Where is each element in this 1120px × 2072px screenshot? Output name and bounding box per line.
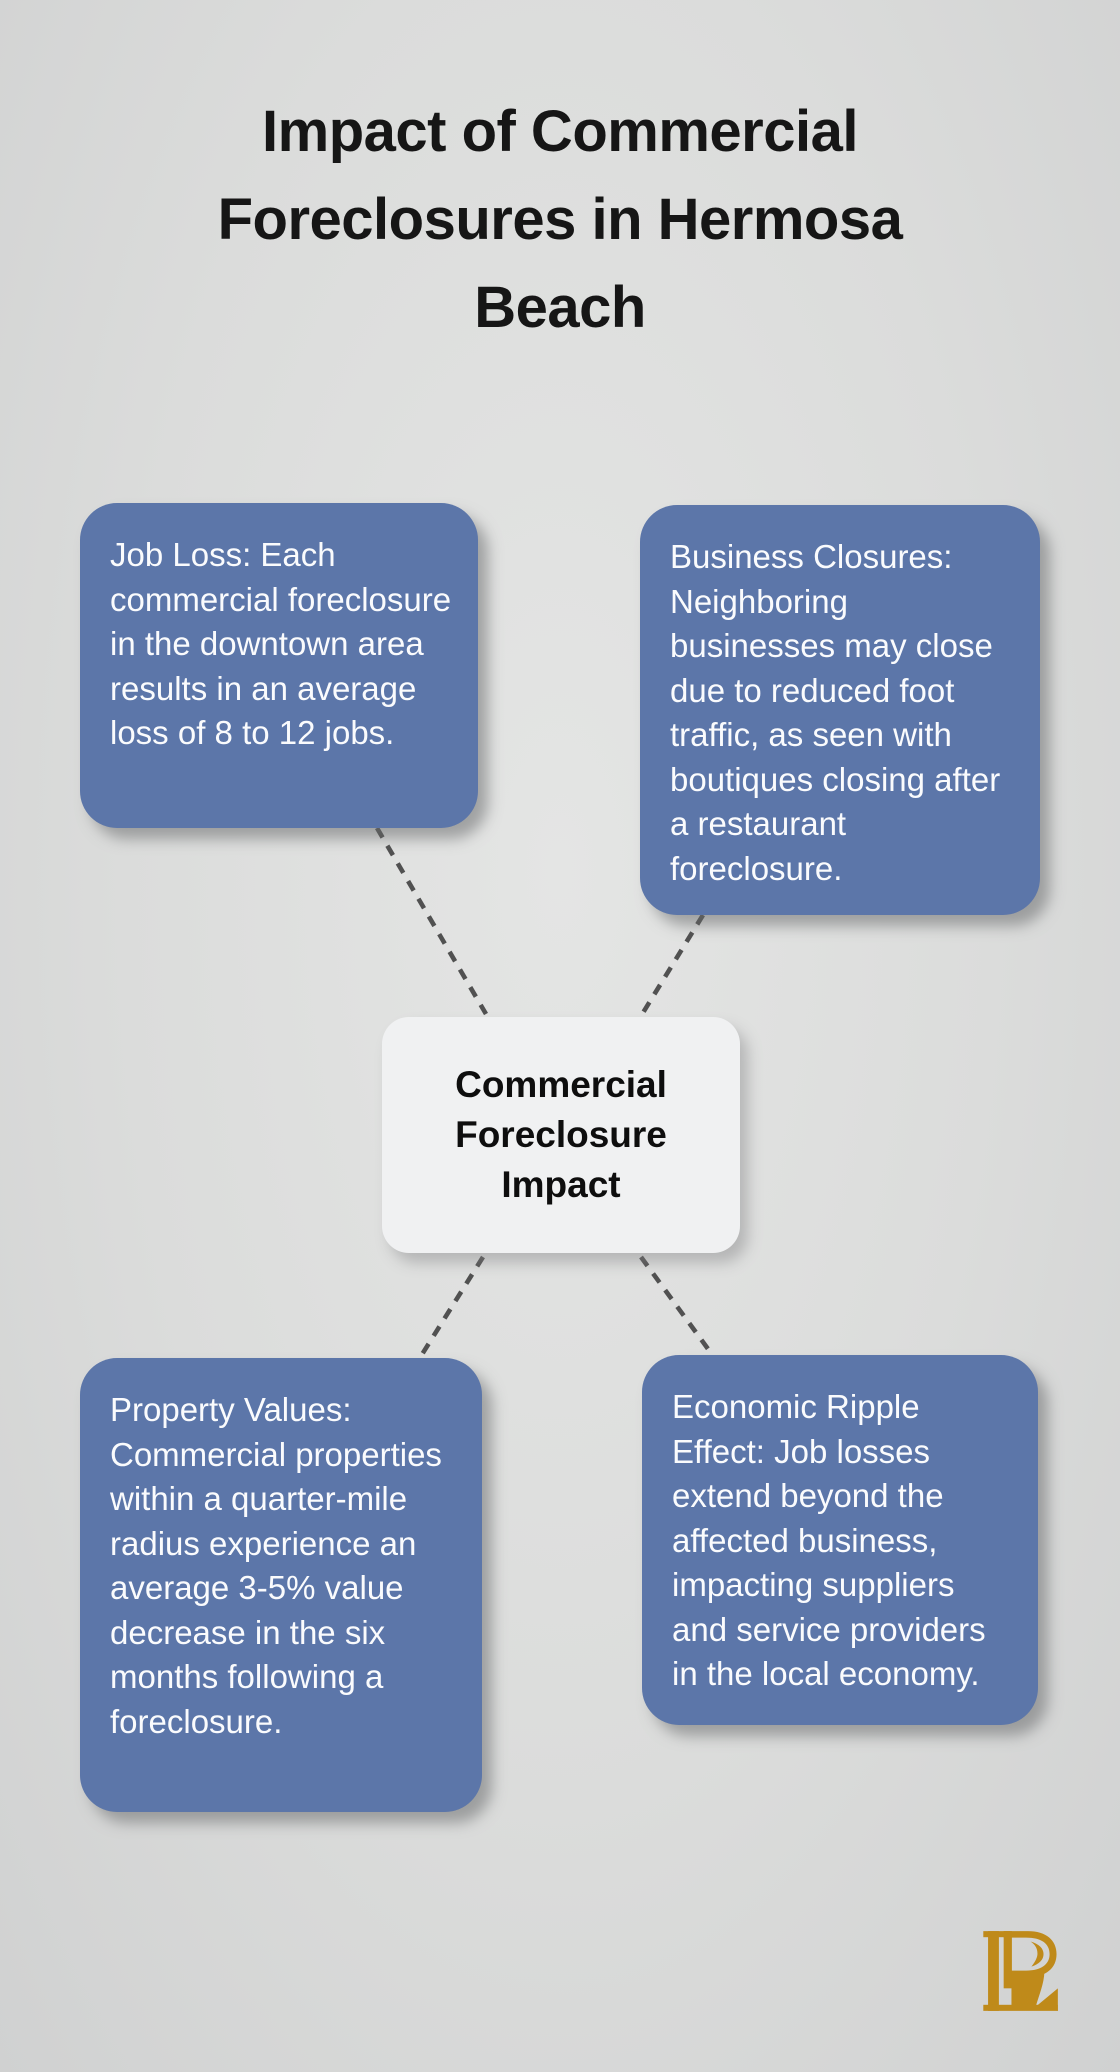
node-property-values: Property Values: Commercial properties w… bbox=[80, 1358, 482, 1812]
node-business-closures: Business Closures: Neighboring businesse… bbox=[640, 505, 1040, 915]
connector-top-left bbox=[375, 826, 488, 1016]
lp-monogram-logo-icon bbox=[983, 1931, 1058, 2011]
node-business-closures-text: Business Closures: Neighboring businesse… bbox=[670, 538, 1001, 887]
node-economic-ripple: Economic Ripple Effect: Job losses exten… bbox=[642, 1355, 1038, 1725]
page-title: Impact of Commercial Foreclosures in Her… bbox=[217, 99, 903, 340]
center-node-label: Commercial Foreclosure Impact bbox=[455, 1064, 667, 1205]
node-economic-ripple-text: Economic Ripple Effect: Job losses exten… bbox=[672, 1388, 986, 1692]
connector-top-right bbox=[639, 913, 705, 1018]
node-property-values-text: Property Values: Commercial properties w… bbox=[110, 1391, 442, 1740]
connector-bottom-left bbox=[419, 1255, 485, 1358]
center-node: Commercial Foreclosure Impact bbox=[382, 1017, 740, 1253]
connector-bottom-right bbox=[639, 1255, 713, 1355]
node-job-loss-text: Job Loss: Each commercial foreclosure in… bbox=[110, 536, 452, 751]
node-job-loss: Job Loss: Each commercial foreclosure in… bbox=[80, 503, 478, 828]
